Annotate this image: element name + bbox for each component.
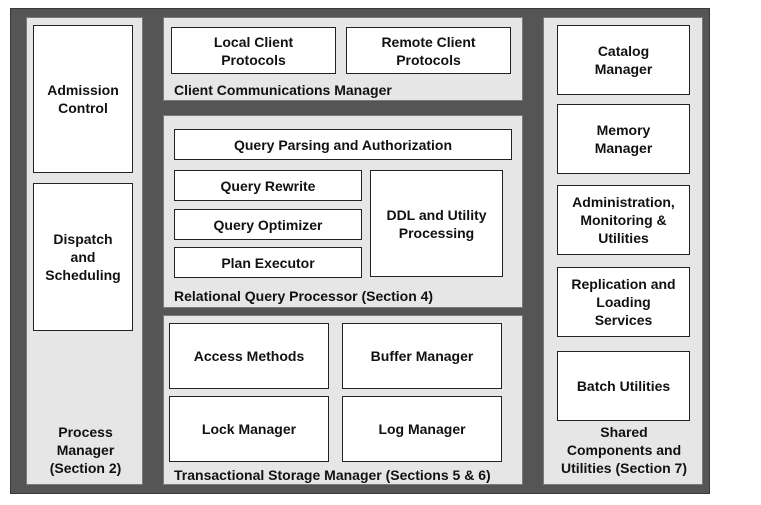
- memory-manager-box: Memory Manager: [557, 104, 690, 174]
- local-client-protocols-box: Local Client Protocols: [171, 27, 336, 74]
- query-rewrite-box: Query Rewrite: [174, 170, 362, 201]
- client-communications-label: Client Communications Manager: [174, 82, 392, 98]
- replication-loading-box: Replication and Loading Services: [557, 267, 690, 337]
- batch-utilities-box: Batch Utilities: [557, 351, 690, 421]
- log-manager-box: Log Manager: [342, 396, 502, 462]
- buffer-manager-box: Buffer Manager: [342, 323, 502, 389]
- transactional-storage-manager-panel: Access Methods Buffer Manager Lock Manag…: [163, 315, 523, 485]
- query-parsing-box: Query Parsing and Authorization: [174, 129, 512, 160]
- transactional-storage-manager-label: Transactional Storage Manager (Sections …: [174, 467, 491, 483]
- admission-control-box: Admission Control: [33, 25, 133, 173]
- administration-monitoring-box: Administration, Monitoring & Utilities: [557, 185, 690, 255]
- access-methods-box: Access Methods: [169, 323, 329, 389]
- process-manager-panel: Admission Control Dispatch and Schedulin…: [26, 17, 143, 485]
- lock-manager-box: Lock Manager: [169, 396, 329, 462]
- plan-executor-box: Plan Executor: [174, 247, 362, 278]
- client-communications-panel: Local Client Protocols Remote Client Pro…: [163, 17, 523, 101]
- relational-query-processor-label: Relational Query Processor (Section 4): [174, 288, 434, 304]
- dispatch-scheduling-box: Dispatch and Scheduling: [33, 183, 133, 331]
- catalog-manager-box: Catalog Manager: [557, 25, 690, 95]
- process-manager-label: Process Manager (Section 2): [49, 424, 122, 476]
- query-optimizer-box: Query Optimizer: [174, 209, 362, 240]
- shared-components-panel: Catalog Manager Memory Manager Administr…: [543, 17, 703, 485]
- remote-client-protocols-box: Remote Client Protocols: [346, 27, 511, 74]
- shared-components-label: Shared Components and Utilities (Section…: [560, 424, 688, 476]
- relational-query-processor-panel: Query Parsing and Authorization Query Re…: [163, 115, 523, 308]
- ddl-utility-processing-box: DDL and Utility Processing: [370, 170, 503, 277]
